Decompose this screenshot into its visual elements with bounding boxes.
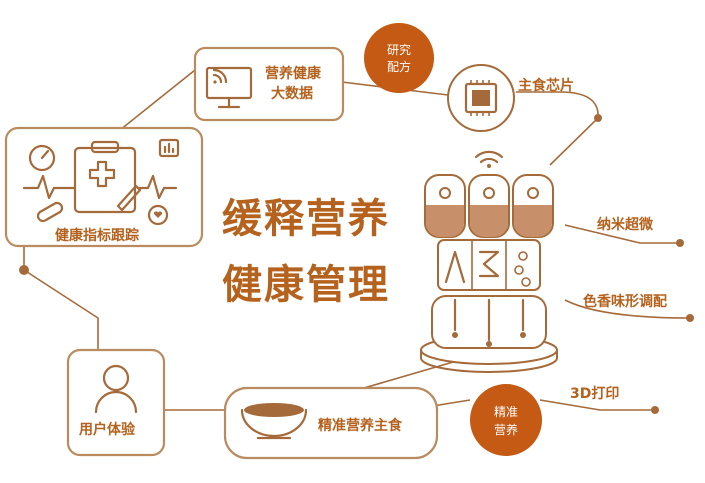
node-precision-staple: 精准营养主食 — [223, 386, 439, 460]
label-color-taste: 色香味形调配 — [583, 293, 667, 310]
label-health-tracking: 健康指标跟踪 — [55, 227, 139, 244]
label-nano-micro: 纳米超微 — [597, 216, 654, 233]
title-line-2: 健康管理 — [222, 262, 390, 308]
wifi-icon — [474, 150, 504, 168]
node-staple-chip: 主食芯片 — [447, 64, 574, 132]
label-research-formula-1: 研究 — [387, 42, 411, 57]
label-3d-print: 3D打印 — [570, 385, 619, 402]
label-precision-nutrition-1: 精准 — [494, 405, 518, 419]
label-precision-staple: 精准营养主食 — [318, 417, 403, 434]
label-user-experience: 用户体验 — [79, 421, 136, 438]
label-nutrition-big-data-2: 大数据 — [271, 85, 313, 102]
label-precision-nutrition-2: 营养 — [494, 422, 518, 437]
node-precision-nutrition: 精准 营养 — [470, 384, 542, 456]
label-nutrition-big-data-1: 营养健康 — [265, 65, 322, 82]
node-nutrition-big-data: 营养健康 大数据 — [193, 46, 345, 122]
node-user-experience: 用户体验 — [66, 348, 166, 457]
clipboard-medical-icon — [22, 138, 180, 226]
user-icon — [94, 364, 138, 414]
connector-lines — [19, 69, 694, 414]
bowl-icon — [240, 403, 308, 440]
node-health-tracking: 健康指标跟踪 — [4, 126, 204, 248]
label-research-formula-2: 配方 — [387, 59, 411, 74]
chip-icon — [464, 80, 498, 116]
label-staple-chip: 主食芯片 — [518, 77, 574, 94]
food-printer-machine-icon — [420, 150, 558, 373]
title-line-1: 缓释营养 — [222, 196, 390, 242]
monitor-wifi-icon — [205, 66, 253, 109]
node-research-formula: 研究 配方 — [364, 23, 434, 93]
